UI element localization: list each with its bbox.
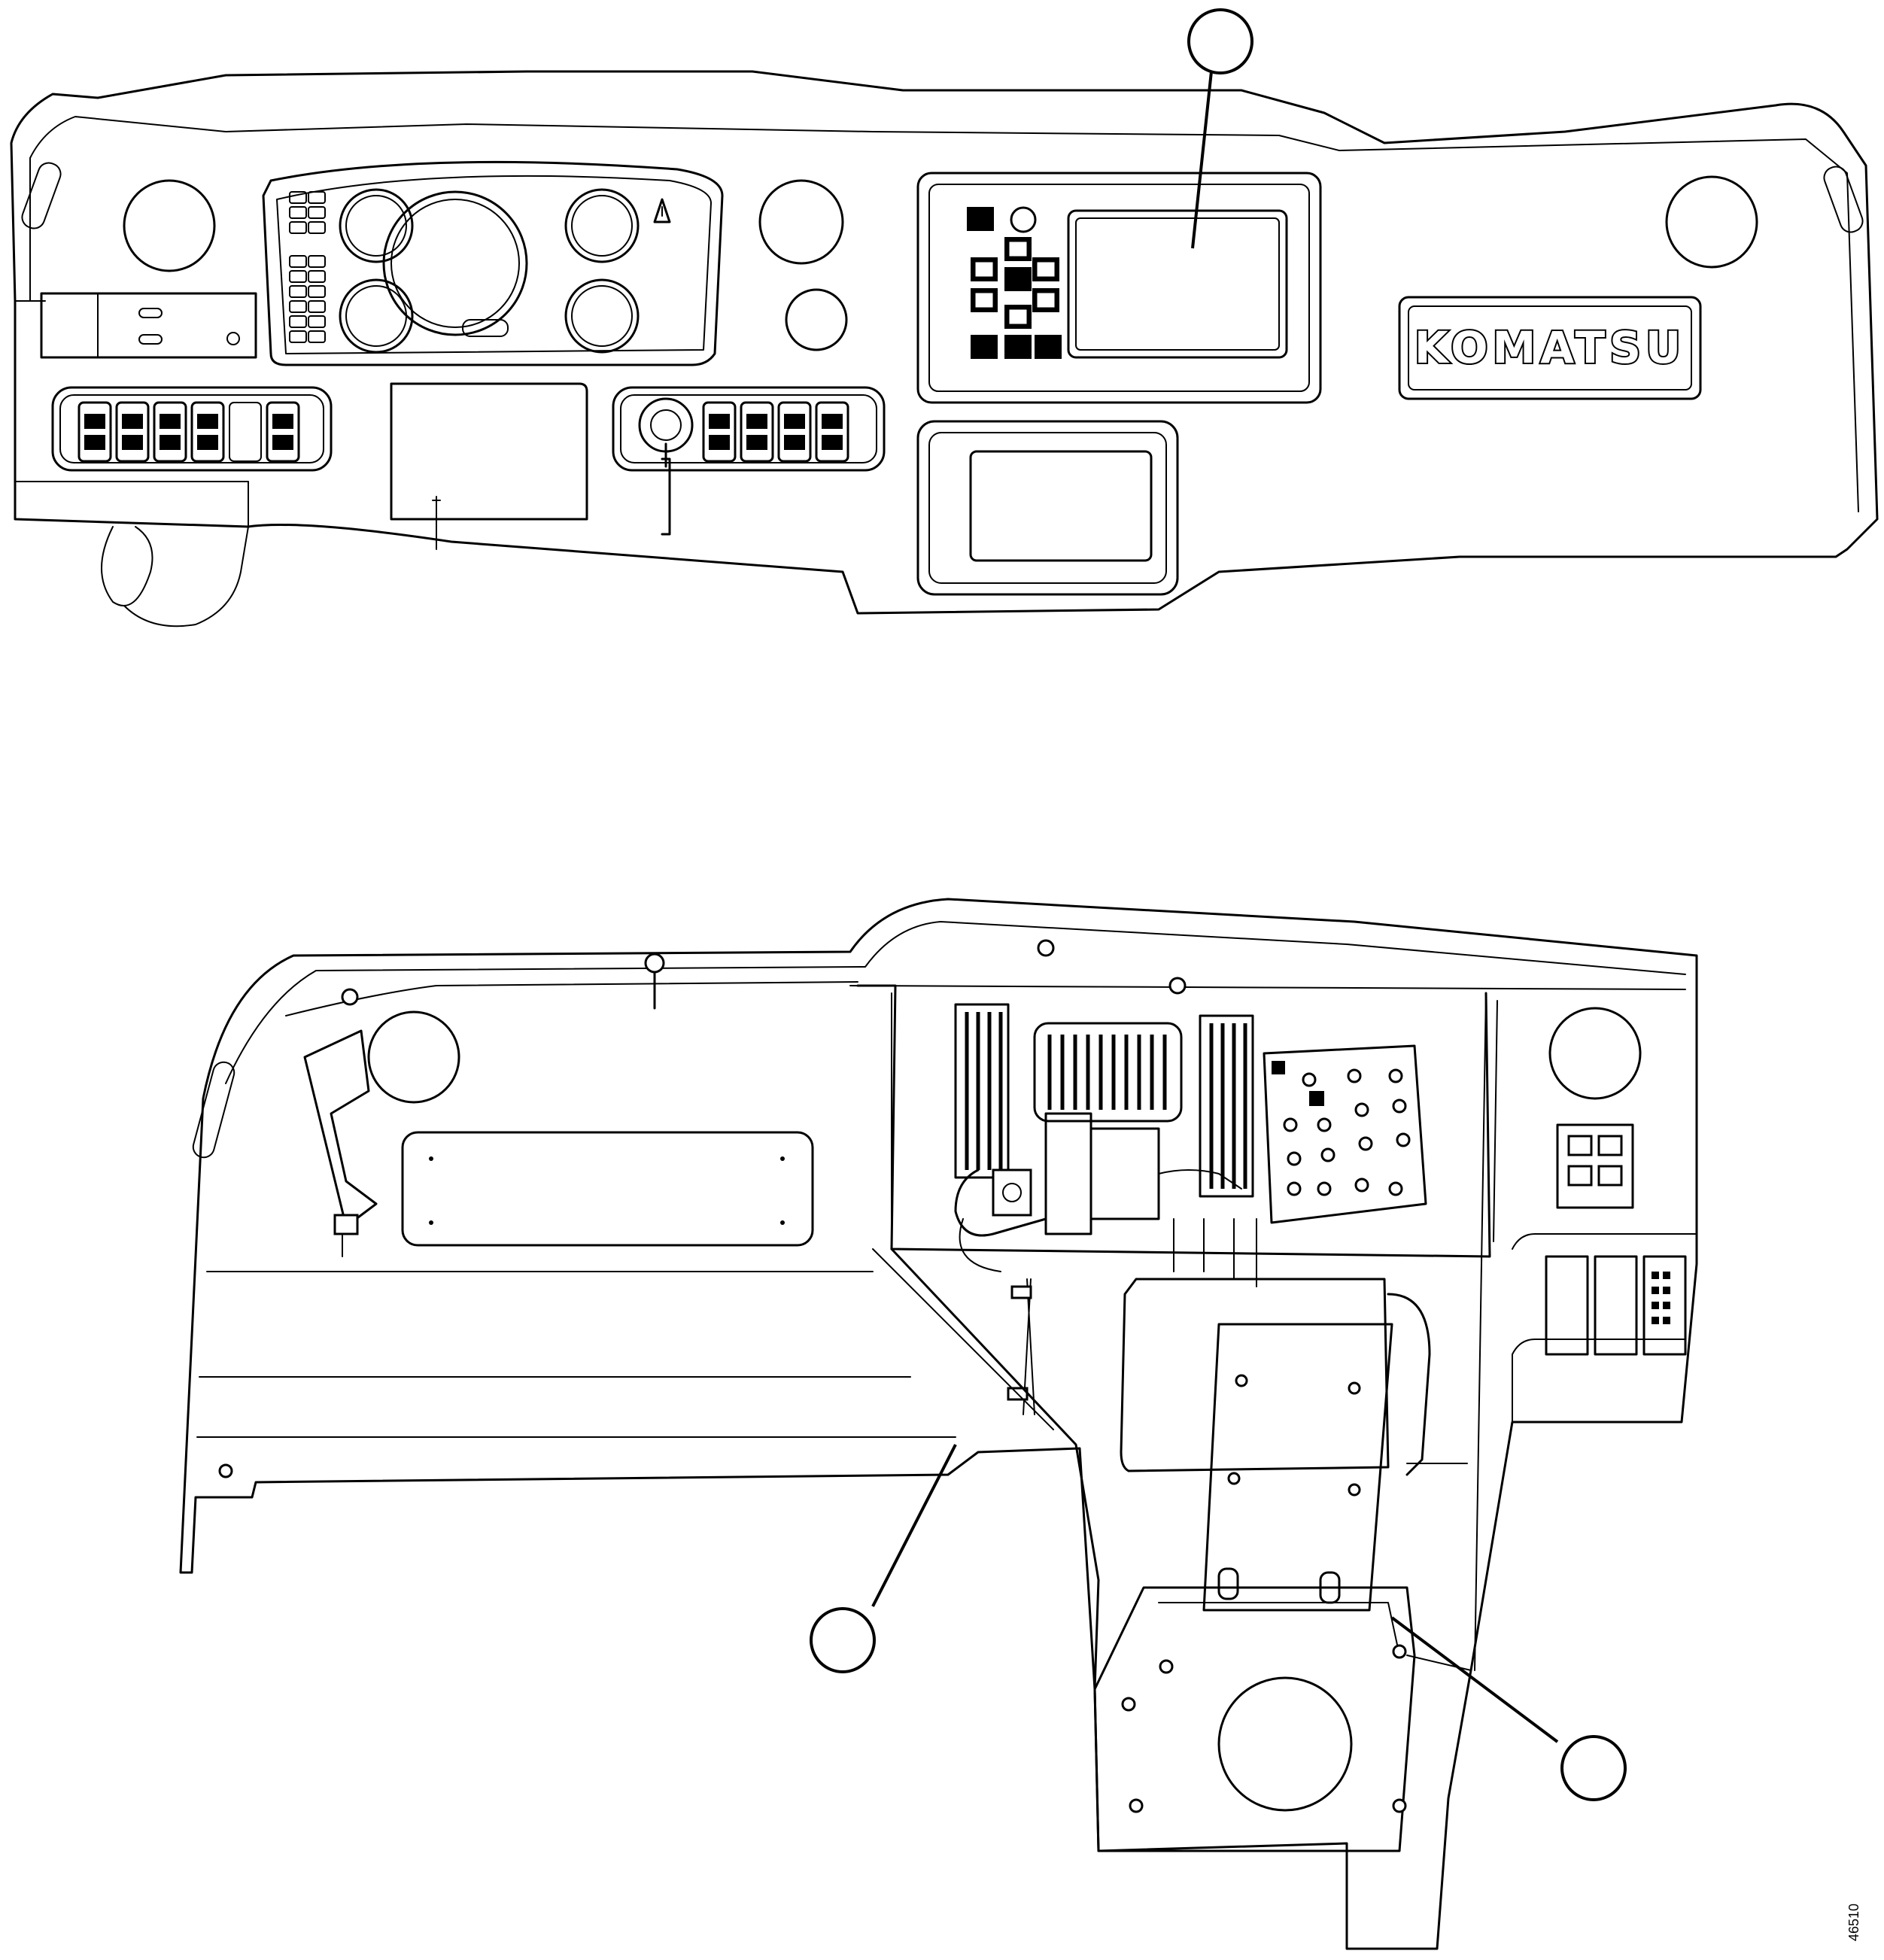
ignition-switch-bank <box>612 386 886 472</box>
gauge-lower-left <box>339 278 414 354</box>
gauge-upper-right <box>564 188 640 263</box>
left-rocker-switches <box>77 401 300 463</box>
right-heatsink-module <box>1199 1014 1254 1198</box>
left-switch-bank <box>51 386 333 472</box>
relay-board-terminals <box>1272 1061 1411 1196</box>
komatsu-logo: KOMATSU <box>1415 322 1685 373</box>
indicator-light-cluster <box>289 191 326 343</box>
center-air-vent-upper <box>758 179 844 265</box>
power-button[interactable] <box>1010 206 1037 233</box>
callout-bottom-left <box>810 1444 957 1673</box>
dashboard-rear-view <box>179 898 1698 1950</box>
left-mounting-bracket <box>303 1029 378 1228</box>
callout-bottom-right <box>1390 1616 1627 1801</box>
lower-control-box <box>1120 1278 1390 1472</box>
right-air-vent <box>1665 175 1758 269</box>
speedometer-gauge <box>382 190 528 336</box>
left-air-vent <box>123 179 216 272</box>
lower-panel <box>1093 1586 1416 1852</box>
dashboard-outer-shell <box>10 70 1879 615</box>
monitor-keypad <box>967 206 1062 359</box>
right-relay-block <box>1556 1123 1634 1209</box>
rear-right-vent <box>1548 1007 1642 1100</box>
electronics-bay <box>856 984 1491 1258</box>
storage-tray-outer <box>916 420 1179 596</box>
gauge-lower-right <box>564 278 640 354</box>
storage-tray-inner <box>969 450 1153 562</box>
logo-plate <box>1398 296 1702 400</box>
monitor-module-frame <box>916 172 1322 404</box>
instrument-cluster-panel <box>262 160 724 366</box>
center-air-vent-lower <box>785 288 848 351</box>
harness-connector-block <box>1044 1112 1160 1235</box>
dashboard-front-view: KOMATSU <box>10 70 1879 628</box>
relay-fuse-board <box>1263 1044 1427 1224</box>
rear-left-vent <box>367 1010 460 1104</box>
figure-reference-number: 46510 <box>1846 1904 1861 1941</box>
lower-mounting-plate <box>1202 1323 1393 1612</box>
rear-shell-outline <box>179 898 1698 1950</box>
ecu-cooling-fins <box>1047 1035 1167 1110</box>
steering-column-opening <box>390 382 588 521</box>
warning-triangle-icon <box>653 198 671 223</box>
right-rocker-switches <box>702 401 849 463</box>
left-heatsink-module <box>954 1003 1010 1179</box>
monitor-display-screen <box>1067 209 1288 359</box>
ecu-controller <box>1033 1022 1183 1123</box>
fuse-relay-row <box>1545 1255 1687 1356</box>
lower-panel-vent <box>1217 1676 1353 1812</box>
left-storage-box <box>40 292 257 359</box>
callout-top-display <box>1187 8 1253 249</box>
access-cover-plate <box>401 1131 814 1247</box>
gauge-upper-left <box>339 188 414 263</box>
